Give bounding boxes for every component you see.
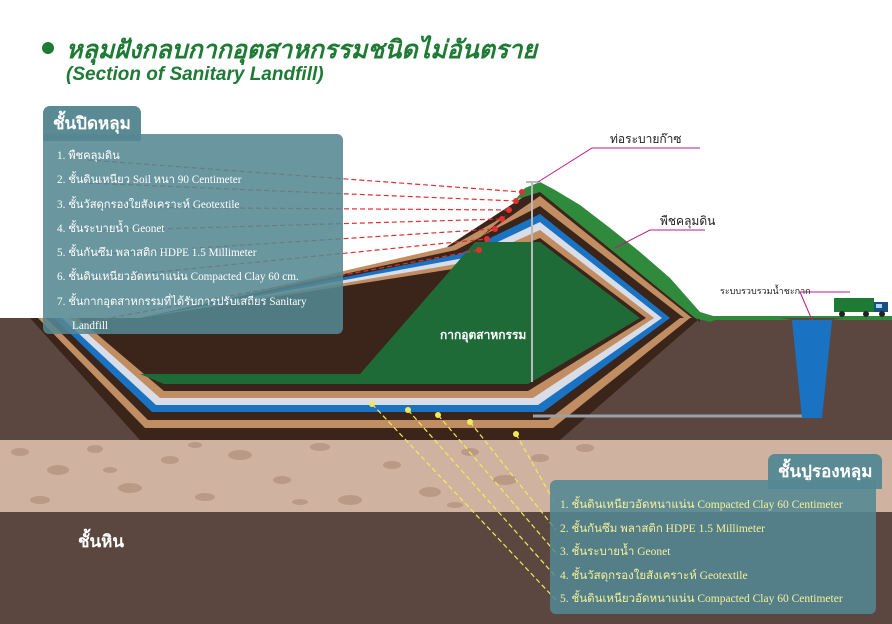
base-leader-dots: [369, 401, 519, 437]
waste-label: กากอุตสาหกรรม: [440, 328, 527, 342]
cap-layer-item: 4. ชั้นระบายน้ำ Geonet: [57, 222, 165, 235]
base-layer-item: 2. ชั้นกันซึม พลาสติก HDPE 1.5 Millimete…: [560, 522, 766, 535]
cap-layer-item: 3. ชั้นวัสดุกรองใยสังเคราะห์ Geotextile: [57, 198, 240, 211]
base-layer-item: 4. ชั้นวัสดุกรองใยสังเคราะห์ Geotextile: [560, 569, 748, 582]
page-subtitle: (Section of Sanitary Landfill): [66, 64, 324, 85]
cap-layer-item: 2. ชั้นดินเหนียว Soil หนา 90 Centimeter: [57, 174, 242, 187]
cap-tan: [482, 196, 692, 318]
cap-blue: [486, 214, 670, 318]
base-layers-list: 1. ชั้นดินเหนียวอัดหนาแน่น Compacted Cla…: [550, 480, 876, 612]
base-leader-lines: [371, 403, 557, 601]
leachate-label: ระบบรวบรวมน้ำชะกาก: [720, 287, 811, 297]
title-bullet-icon: [42, 42, 54, 54]
cap-layers-list: 1. พืชคลุมดิน 2. ชั้นดินเหนียว Soil หนา …: [43, 134, 343, 338]
cap-layer-item: 1. พืชคลุมดิน: [57, 150, 120, 162]
leachate-pond: [792, 320, 832, 418]
page-title: หลุมฝังกลบกากอุตสาหกรรมชนิดไม่อันตราย: [66, 35, 538, 64]
label-leader-lines: [537, 147, 850, 321]
cap-layer-item: 5. ชั้นกันซึม พลาสติก HDPE 1.5 Millimete…: [57, 247, 257, 260]
base-layers-panel: 1. ชั้นดินเหนียวอัดหนาแน่น Compacted Cla…: [550, 480, 876, 614]
cap-leader-dots: [476, 189, 525, 253]
gas-vent-label: ท่อระบายก๊าซ: [610, 132, 682, 146]
truck-icon: [834, 298, 888, 317]
base-layer-item: 3. ชั้นระบายน้ำ Geonet: [560, 546, 671, 558]
cap-layer-item: 7. ชั้นกากอุตสาหกรรมที่ได้รับการปรับเสถี…: [57, 295, 307, 333]
vegetation-cap: [515, 182, 720, 322]
cap-layers-panel: 1. พืชคลุมดิน 2. ชั้นดินเหนียว Soil หนา …: [43, 134, 343, 334]
base-layer-item: 1. ชั้นดินเหนียวอัดหนาแน่น Compacted Cla…: [560, 499, 843, 511]
cap-layer-item: 6. ชั้นดินเหนียวอัดหนาแน่น Compacted Cla…: [57, 271, 299, 284]
gravel-texture: [11, 442, 594, 508]
base-layer-item: 5. ชั้นดินเหนียวอัดหนาแน่น Compacted Cla…: [560, 593, 843, 605]
bedrock-label: ชั้นหิน: [78, 532, 124, 552]
industrial-waste: [140, 242, 640, 384]
vegetation-label: พืชคลุมดิน: [660, 214, 716, 228]
